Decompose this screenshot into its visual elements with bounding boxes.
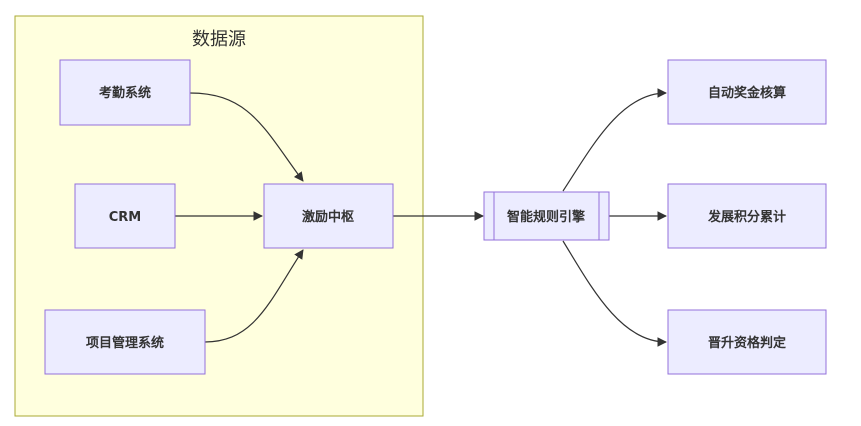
node-box xyxy=(44,309,206,375)
node-label: 智能规则引擎 xyxy=(507,209,585,225)
node-hub[interactable]: 激励中枢 xyxy=(263,183,394,249)
edges xyxy=(175,88,667,347)
node-bonus[interactable]: 自动奖金核算 xyxy=(667,59,827,125)
node-label: 晋升资格判定 xyxy=(708,335,786,351)
node-label: 考勤系统 xyxy=(99,85,151,101)
node-box xyxy=(483,191,610,241)
node-crm[interactable]: CRM xyxy=(74,183,176,249)
node-label: 项目管理系统 xyxy=(86,335,164,351)
node-label: 发展积分累计 xyxy=(707,209,786,225)
edge-attendance-to-hub xyxy=(189,92,304,182)
edge-engine-to-bonus xyxy=(562,88,667,192)
node-attendance[interactable]: 考勤系统 xyxy=(59,59,191,126)
node-engine[interactable]: 智能规则引擎 xyxy=(483,191,610,241)
node-label: 激励中枢 xyxy=(302,209,354,225)
node-label: CRM xyxy=(109,210,142,225)
node-box xyxy=(59,59,191,126)
edge-engine-to-promotion xyxy=(562,240,667,347)
edge-project-to-hub xyxy=(204,249,304,343)
node-box xyxy=(263,183,394,249)
cluster-title: 数据源 xyxy=(192,29,246,50)
node-box xyxy=(74,183,176,249)
node-project[interactable]: 项目管理系统 xyxy=(44,309,206,375)
node-box xyxy=(667,309,827,375)
node-label: 自动奖金核算 xyxy=(708,85,786,101)
node-points[interactable]: 发展积分累计 xyxy=(667,183,827,249)
node-box xyxy=(667,59,827,125)
node-box xyxy=(667,183,827,249)
node-promotion[interactable]: 晋升资格判定 xyxy=(667,309,827,375)
